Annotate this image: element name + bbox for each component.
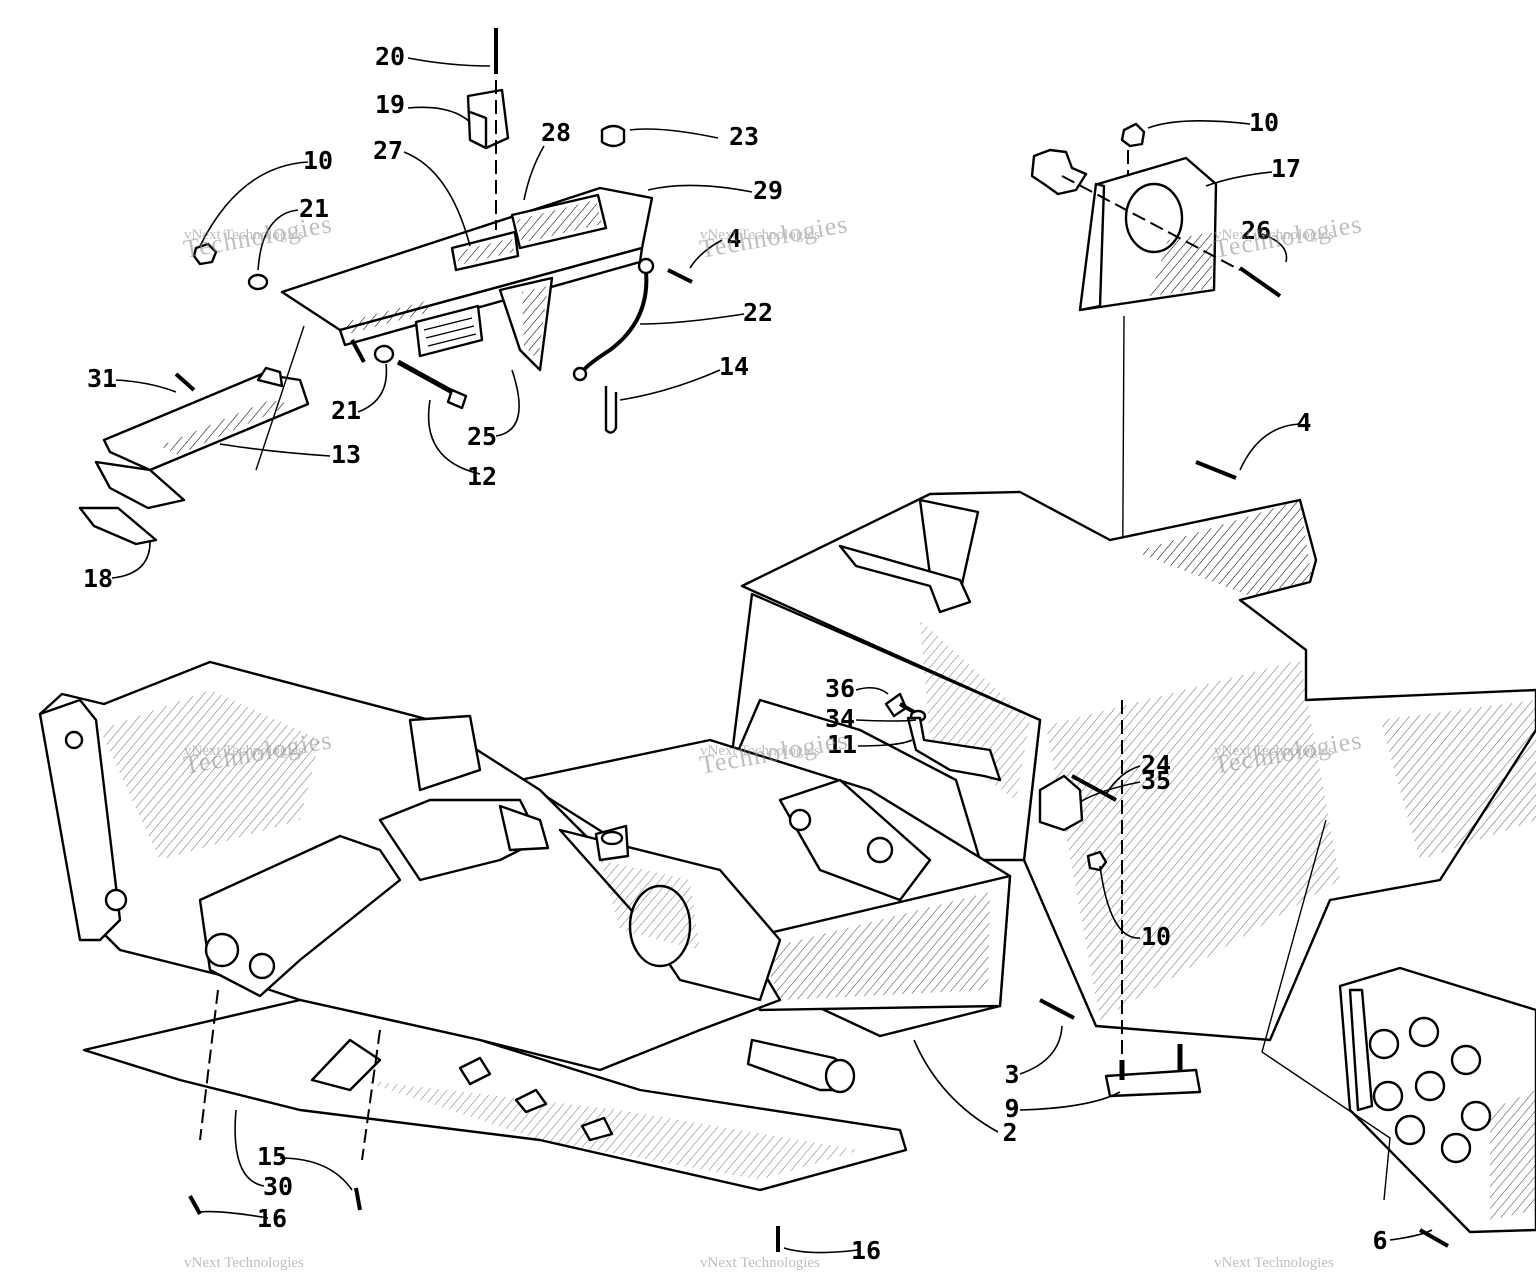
- plate-9: [1104, 1068, 1202, 1098]
- callout-4: 4: [726, 224, 741, 253]
- callout-36: 36: [825, 674, 855, 703]
- bolt-24: [1071, 774, 1117, 802]
- bolt-12-assembly: [350, 339, 468, 410]
- callout-10: 10: [303, 146, 333, 175]
- callout-34: 34: [825, 704, 855, 733]
- callout-19: 19: [375, 90, 405, 119]
- cable-22: [572, 257, 693, 382]
- callout-26: 26: [1241, 216, 1271, 245]
- callout-3: 3: [1004, 1060, 1019, 1089]
- callout-31: 31: [87, 364, 117, 393]
- callout-9: 9: [1004, 1094, 1019, 1123]
- nut-10b: [1120, 122, 1146, 148]
- nut-10c: [1086, 850, 1108, 872]
- bumper-23: [600, 124, 626, 148]
- screw-15: [354, 1187, 362, 1211]
- callout-labels: 20 19 23 27 28 10 21 29 4 22 14 31 21 13…: [83, 42, 1388, 1265]
- rubber-block-19: [466, 88, 510, 150]
- bolt-4a: [667, 268, 693, 284]
- callout-23: 23: [729, 122, 759, 151]
- plate-18-upper: [94, 460, 186, 510]
- bolt-4b: [1195, 460, 1237, 480]
- callout-13: 13: [331, 440, 361, 469]
- clip-14: [604, 386, 618, 434]
- callout-28: 28: [541, 118, 571, 147]
- bracket-17: [1030, 122, 1282, 312]
- screw-16a: [188, 1195, 202, 1215]
- callout-35: 35: [1141, 766, 1171, 795]
- callout-10-lower: 10: [1141, 922, 1171, 951]
- assembly-line-13: [255, 325, 305, 471]
- callout-21: 21: [299, 194, 329, 223]
- bracket-11: [906, 716, 1002, 782]
- callout-11: 11: [827, 730, 857, 759]
- callout-17: 17: [1271, 154, 1301, 183]
- callout-14: 14: [719, 352, 749, 381]
- hardware: [188, 460, 1449, 1252]
- spacer-21a: [247, 273, 269, 291]
- callout-25: 25: [467, 422, 497, 451]
- bolt-3: [1039, 998, 1075, 1020]
- bracket-13: [102, 366, 310, 472]
- front-frame: [38, 660, 782, 1072]
- callout-4-right: 4: [1296, 408, 1311, 437]
- callout-12: 12: [467, 462, 497, 491]
- nut-10a: [192, 242, 218, 266]
- callout-29: 29: [753, 176, 783, 205]
- plate-35: [1038, 774, 1084, 832]
- callout-18: 18: [83, 564, 113, 593]
- callout-30: 30: [263, 1172, 293, 1201]
- callout-24: 24: [1141, 750, 1171, 779]
- footrest: [1338, 966, 1536, 1234]
- callout-22: 22: [743, 298, 773, 327]
- callout-21-lower: 21: [331, 396, 361, 425]
- knob: [1030, 148, 1088, 196]
- callout-15: 15: [257, 1142, 287, 1171]
- callout-6: 6: [1372, 1226, 1387, 1255]
- callout-20: 20: [375, 42, 405, 71]
- assembly-line-6: [1261, 819, 1391, 1201]
- callout-10-upper-right: 10: [1249, 108, 1279, 137]
- screw-31: [174, 372, 196, 392]
- decal-25: [414, 304, 484, 358]
- console-panel: [280, 186, 654, 372]
- skid-plate-30: [82, 998, 908, 1192]
- bolt-26: [1238, 266, 1282, 298]
- plate-18: [78, 506, 158, 546]
- callout-2: 2: [1002, 1118, 1017, 1147]
- leader-lines: [111, 57, 1433, 1254]
- callout-27: 27: [373, 136, 403, 165]
- callout-16-center: 16: [851, 1236, 881, 1265]
- callout-16: 16: [257, 1204, 287, 1233]
